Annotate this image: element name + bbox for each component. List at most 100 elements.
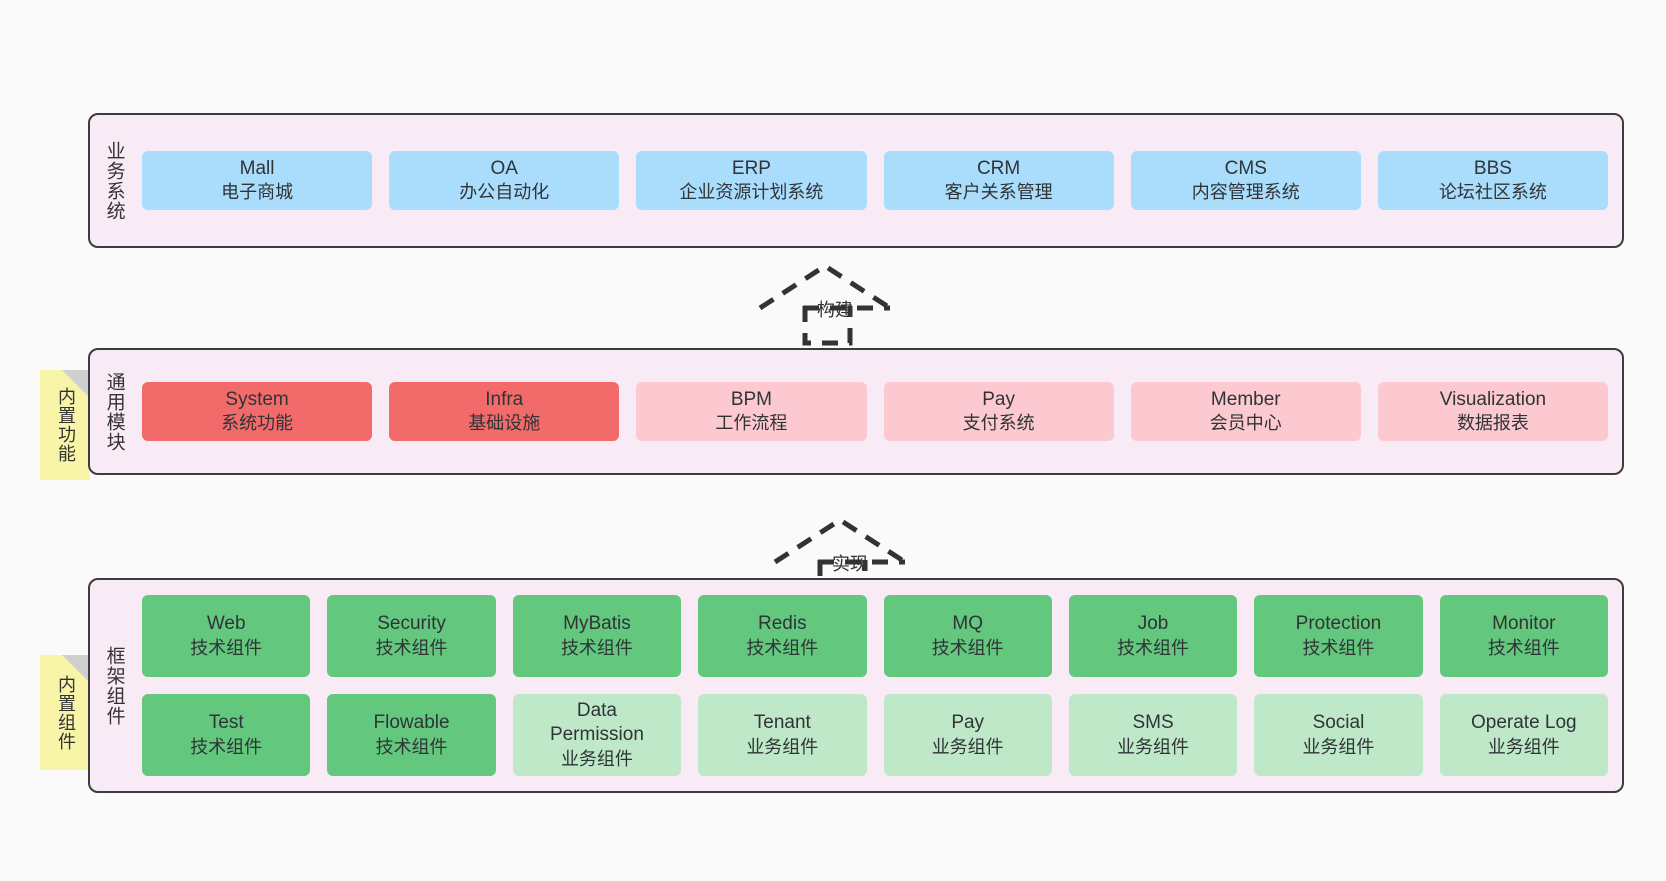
- card-crm[interactable]: CRM 客户关系管理: [883, 150, 1114, 211]
- connector-label-implement: 实现: [832, 554, 868, 574]
- card-title: SMS: [1132, 712, 1174, 734]
- card-subtitle: 内容管理系统: [1191, 182, 1300, 203]
- section-label-common-modules: 通用模块: [103, 371, 125, 452]
- sticky-note-builtin-features: 内置功能: [40, 370, 90, 480]
- card-bbs[interactable]: BBS 论坛社区系统: [1377, 150, 1609, 211]
- card-subtitle: 技术组件: [746, 637, 819, 658]
- card-subtitle: 技术组件: [1487, 637, 1560, 658]
- card-title: Protection: [1295, 613, 1382, 635]
- card-subtitle: 技术组件: [931, 637, 1004, 658]
- card-mq[interactable]: MQ 技术组件: [883, 595, 1052, 677]
- card-cms[interactable]: CMS 内容管理系统: [1130, 150, 1361, 211]
- card-sms[interactable]: SMS 业务组件: [1068, 694, 1238, 776]
- card-title: Flowable: [373, 712, 450, 734]
- card-title: CRM: [976, 157, 1021, 179]
- card-title: Web: [206, 613, 246, 635]
- card-pay-component[interactable]: Pay 业务组件: [883, 694, 1052, 776]
- card-visualization[interactable]: Visualization 数据报表: [1377, 381, 1609, 442]
- card-title: MQ: [952, 613, 983, 635]
- card-subtitle: 客户关系管理: [944, 182, 1053, 203]
- card-subtitle: 电子商城: [221, 182, 294, 203]
- card-social[interactable]: Social 业务组件: [1254, 694, 1423, 776]
- card-subtitle: 办公自动化: [459, 182, 550, 203]
- card-infra[interactable]: Infra 基础设施: [389, 381, 620, 442]
- card-row: Web 技术组件 Security 技术组件 MyBatis 技术组件 Redi…: [142, 595, 1608, 677]
- section-body-framework-components: Web 技术组件 Security 技术组件 MyBatis 技术组件 Redi…: [138, 580, 1622, 791]
- card-row: Test 技术组件 Flowable 技术组件 Data Permission …: [142, 694, 1608, 776]
- card-subtitle: 技术组件: [375, 736, 448, 757]
- section-common-modules: 通用模块 System 系统功能 Infra 基础设施 BPM 工作流程 Pay…: [88, 348, 1624, 475]
- card-operate-log[interactable]: Operate Log 业务组件: [1439, 694, 1608, 776]
- card-title: Security: [377, 613, 446, 635]
- card-member[interactable]: Member 会员中心: [1130, 381, 1361, 442]
- card-title: CMS: [1224, 157, 1267, 179]
- card-pay[interactable]: Pay 支付系统: [883, 381, 1114, 442]
- section-business-systems: 业务系统 Mall 电子商城 OA 办公自动化 ERP 企业资源计划系统 CRM…: [88, 113, 1624, 248]
- card-subtitle: 业务组件: [931, 736, 1004, 757]
- card-redis[interactable]: Redis 技术组件: [698, 595, 867, 677]
- card-title: BBS: [1473, 157, 1512, 179]
- card-title: Social: [1312, 712, 1365, 734]
- connector-build: 构建: [755, 258, 905, 348]
- card-subtitle: 基础设施: [468, 413, 541, 434]
- card-mall[interactable]: Mall 电子商城: [142, 150, 373, 211]
- card-title: Mall: [239, 157, 275, 179]
- card-title: Tenant: [753, 712, 811, 734]
- card-subtitle: 技术组件: [560, 637, 633, 658]
- card-subtitle: 技术组件: [1117, 637, 1190, 658]
- card-title: Member: [1210, 388, 1281, 410]
- card-title: Redis: [758, 613, 807, 635]
- card-subtitle: 数据报表: [1456, 413, 1529, 434]
- card-subtitle: 企业资源计划系统: [679, 182, 824, 203]
- card-data-permission[interactable]: Data Permission 业务组件: [512, 694, 682, 776]
- section-body-business-systems: Mall 电子商城 OA 办公自动化 ERP 企业资源计划系统 CRM 客户关系…: [138, 115, 1622, 246]
- card-subtitle: 技术组件: [1302, 637, 1375, 658]
- sticky-note-label: 内置组件: [55, 674, 76, 751]
- section-framework-components: 框架组件 Web 技术组件 Security 技术组件 MyBatis 技术组件…: [88, 578, 1624, 793]
- card-monitor[interactable]: Monitor 技术组件: [1439, 595, 1608, 677]
- sticky-note-builtin-components: 内置组件: [40, 655, 90, 770]
- card-subtitle: 工作流程: [715, 413, 788, 434]
- card-subtitle: 论坛社区系统: [1438, 182, 1547, 203]
- connector-label-build: 构建: [817, 300, 853, 320]
- card-job[interactable]: Job 技术组件: [1068, 595, 1238, 677]
- card-erp[interactable]: ERP 企业资源计划系统: [636, 150, 867, 211]
- card-title: BPM: [730, 388, 773, 410]
- card-web[interactable]: Web 技术组件: [142, 595, 311, 677]
- card-subtitle: 业务组件: [1302, 736, 1375, 757]
- card-protection[interactable]: Protection 技术组件: [1254, 595, 1423, 677]
- card-subtitle: 系统功能: [221, 413, 294, 434]
- section-label-business-systems: 业务系统: [103, 140, 125, 221]
- card-flowable[interactable]: Flowable 技术组件: [327, 694, 496, 776]
- card-subtitle: 业务组件: [1487, 736, 1560, 757]
- card-title: Pay: [951, 712, 985, 734]
- card-title: ERP: [731, 157, 771, 179]
- card-title: Operate Log: [1470, 712, 1577, 734]
- card-title: Job: [1137, 613, 1169, 635]
- card-row: Mall 电子商城 OA 办公自动化 ERP 企业资源计划系统 CRM 客户关系…: [142, 150, 1609, 211]
- card-subtitle: 业务组件: [1117, 736, 1190, 757]
- section-label-framework-components: 框架组件: [103, 645, 125, 726]
- card-system[interactable]: System 系统功能: [142, 381, 373, 442]
- sticky-note-label: 内置功能: [55, 387, 76, 463]
- card-title: Data Permission: [549, 700, 644, 746]
- card-mybatis[interactable]: MyBatis 技术组件: [512, 595, 682, 677]
- card-title: OA: [490, 157, 518, 179]
- card-security[interactable]: Security 技术组件: [327, 595, 496, 677]
- card-test[interactable]: Test 技术组件: [142, 694, 311, 776]
- card-subtitle: 支付系统: [962, 413, 1035, 434]
- card-tenant[interactable]: Tenant 业务组件: [698, 694, 867, 776]
- card-title: Monitor: [1492, 613, 1556, 635]
- card-oa[interactable]: OA 办公自动化: [389, 150, 620, 211]
- card-title: Infra: [485, 388, 524, 410]
- card-title: Pay: [982, 388, 1015, 410]
- card-subtitle: 业务组件: [746, 736, 819, 757]
- card-title: MyBatis: [563, 613, 631, 635]
- card-title: System: [225, 388, 289, 410]
- card-bpm[interactable]: BPM 工作流程: [636, 381, 867, 442]
- section-body-common-modules: System 系统功能 Infra 基础设施 BPM 工作流程 Pay 支付系统…: [138, 350, 1622, 473]
- card-subtitle: 技术组件: [375, 637, 448, 658]
- card-subtitle: 会员中心: [1209, 413, 1282, 434]
- card-subtitle: 技术组件: [190, 736, 263, 757]
- card-subtitle: 技术组件: [190, 637, 263, 658]
